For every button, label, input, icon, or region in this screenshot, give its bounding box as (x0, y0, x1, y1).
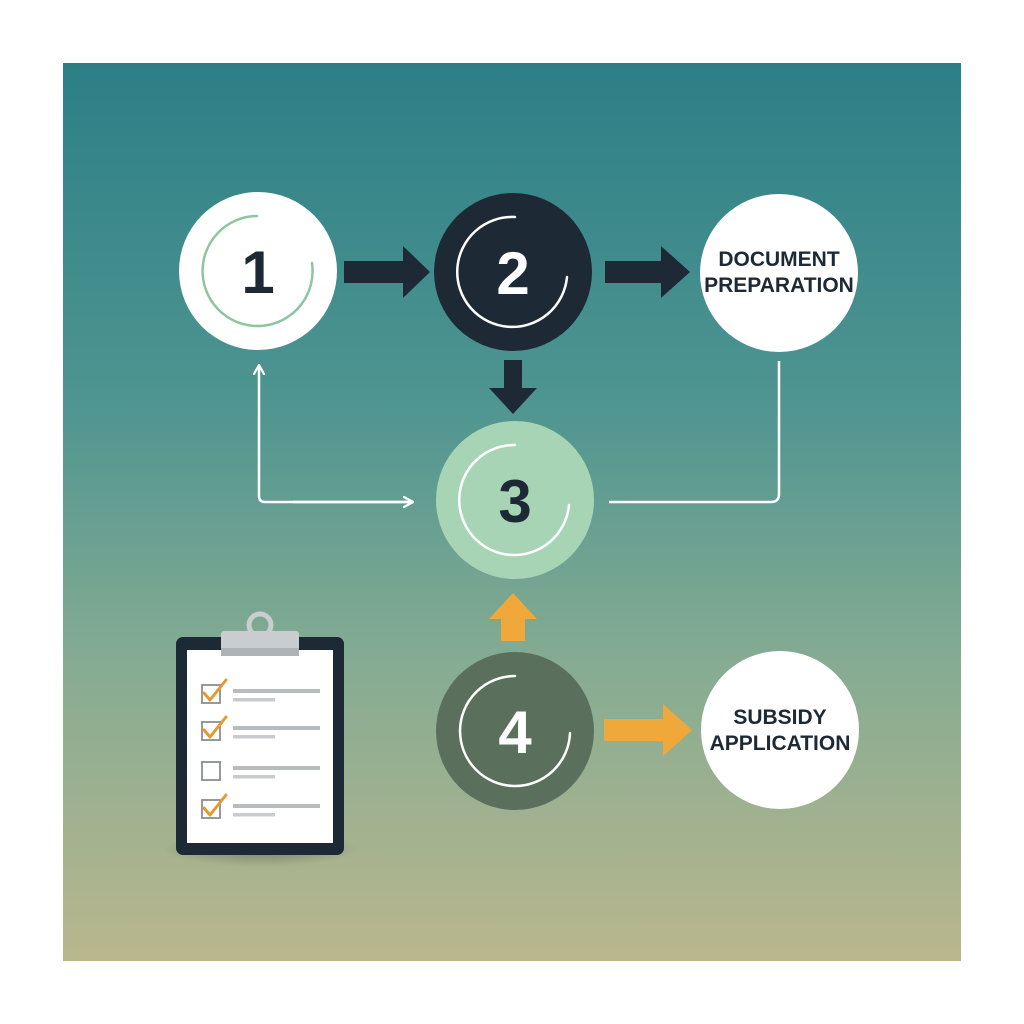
process-diagram: 1 2 DOCUMENT PREPARATION 3 (163, 192, 859, 867)
step-4-number: 4 (498, 699, 532, 766)
diagram-panel: 1 2 DOCUMENT PREPARATION 3 (63, 63, 961, 961)
step-3-number: 3 (498, 468, 531, 535)
document-label-line1: DOCUMENT (718, 248, 839, 271)
document-label-line2: PREPARATION (704, 274, 854, 297)
arrow-4-to-subsidy (604, 704, 692, 756)
subsidy-application-node: SUBSIDY APPLICATION (701, 651, 859, 809)
arrow-2-to-3 (489, 360, 537, 414)
subsidy-label-line2: APPLICATION (710, 732, 851, 755)
connector-document-to-3 (609, 361, 781, 504)
arrow-1-to-2 (344, 246, 430, 298)
step-2-node: 2 (434, 193, 592, 351)
arrow-2-to-document (605, 246, 690, 298)
step-3-node: 3 (436, 421, 594, 579)
subsidy-label-line1: SUBSIDY (733, 706, 826, 729)
step-1-node: 1 (179, 192, 337, 350)
step-1-number: 1 (241, 239, 274, 306)
document-preparation-node: DOCUMENT PREPARATION (700, 194, 858, 352)
feedback-arrow-3-to-1 (259, 365, 413, 504)
step-2-number: 2 (496, 240, 529, 307)
arrow-4-to-3 (489, 593, 537, 641)
checklist-clipboard-icon (163, 611, 359, 867)
step-4-node: 4 (436, 652, 594, 810)
